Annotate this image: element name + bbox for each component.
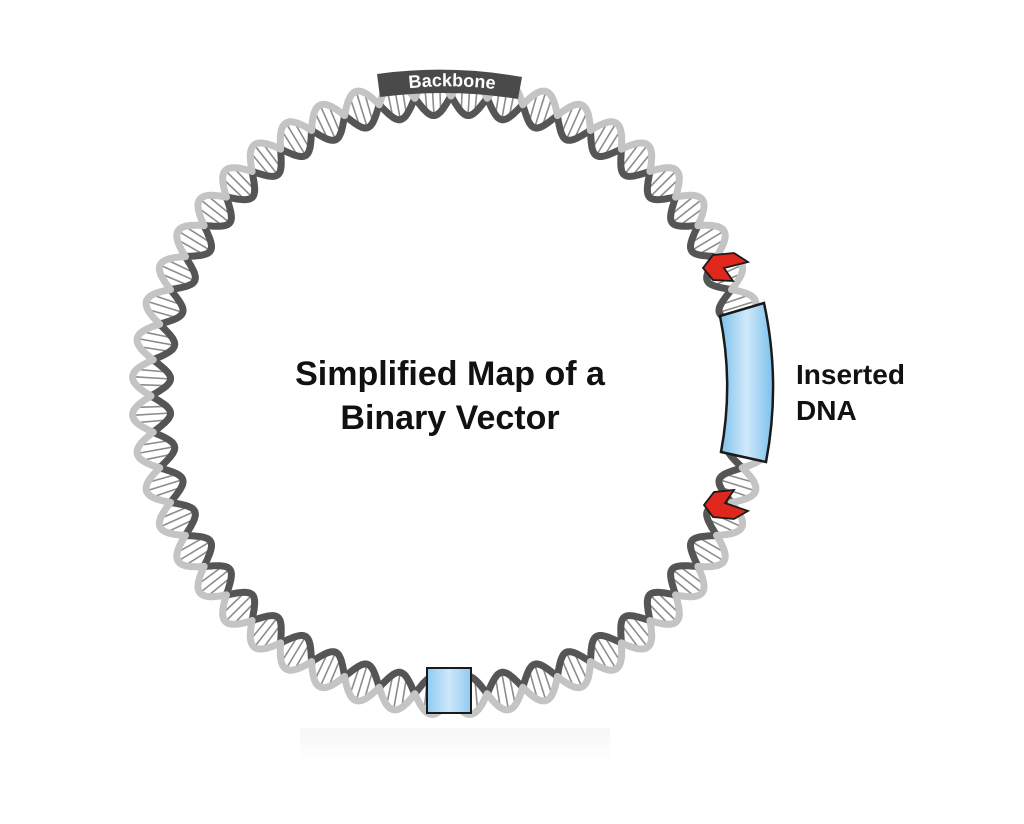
inserted-dna-label: Inserted DNA: [796, 357, 936, 429]
title-line-2: Binary Vector: [250, 396, 650, 440]
base-pair-rung: [137, 447, 174, 454]
base-pair-rung: [133, 377, 171, 379]
helix-strand-dark: [171, 502, 196, 535]
inserted-dna-label-line-2: DNA: [796, 393, 936, 429]
helix-strand-dark: [312, 652, 345, 677]
bottom-shadow: [300, 728, 610, 766]
base-pair-rung: [502, 672, 509, 709]
helix-strand-dark: [171, 257, 196, 290]
base-pair-rung: [137, 339, 174, 346]
base-pair-rung: [133, 413, 171, 415]
base-pair-rung: [394, 672, 401, 709]
helix-strand-dark: [557, 116, 590, 141]
selectable-marker-box: [427, 668, 471, 713]
title-line-1: Simplified Map of a: [250, 352, 650, 396]
diagram-title: Simplified Map of a Binary Vector: [250, 352, 650, 440]
inserted-dna-block: [720, 303, 773, 462]
inserted-dna-label-line-1: Inserted: [796, 357, 936, 393]
helix-strand-dark: [312, 116, 345, 141]
helix-strand-dark: [557, 652, 590, 677]
